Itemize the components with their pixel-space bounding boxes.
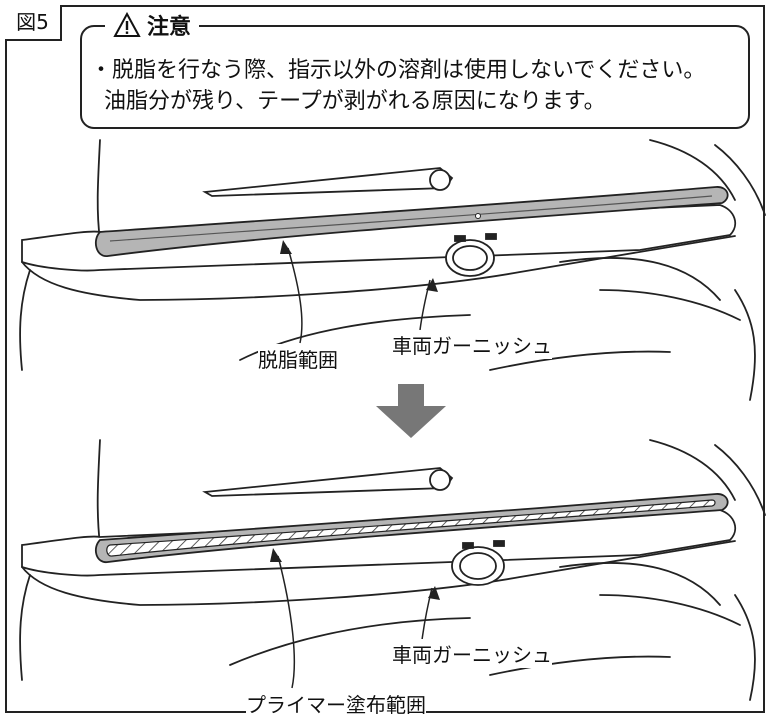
caution-header: 注意 (105, 10, 200, 40)
bottom-garnish-label: 車両ガーニッシュ (392, 639, 552, 668)
primer-area-label: プライマー塗布範囲 (246, 689, 426, 718)
figure-label: 図5 (5, 5, 62, 41)
top-callout-leaders (287, 247, 431, 344)
degrease-area-label: 脱脂範囲 (258, 344, 338, 373)
primer-area-hatch (106, 499, 716, 557)
bottom-car-illustration (19, 439, 766, 701)
down-arrow-icon (376, 384, 446, 438)
caution-line-1: ・脱脂を行なう際、指示以外の溶剤は使用しないでください。 (90, 58, 706, 83)
caution-box (80, 25, 750, 129)
caution-text: ・脱脂を行なう際、指示以外の溶剤は使用しないでください。 油脂分が残り、テープが… (90, 55, 750, 117)
caution-title: 注意 (147, 15, 192, 40)
bottom-callout-leaders (277, 555, 433, 689)
degrease-area-band (94, 186, 729, 257)
warning-icon (113, 12, 141, 37)
top-car-illustration (19, 139, 766, 401)
caution-line-2: 油脂分が残り、テープが剥がれる原因になります。 (104, 89, 606, 114)
top-garnish-label: 車両ガーニッシュ (392, 330, 552, 359)
